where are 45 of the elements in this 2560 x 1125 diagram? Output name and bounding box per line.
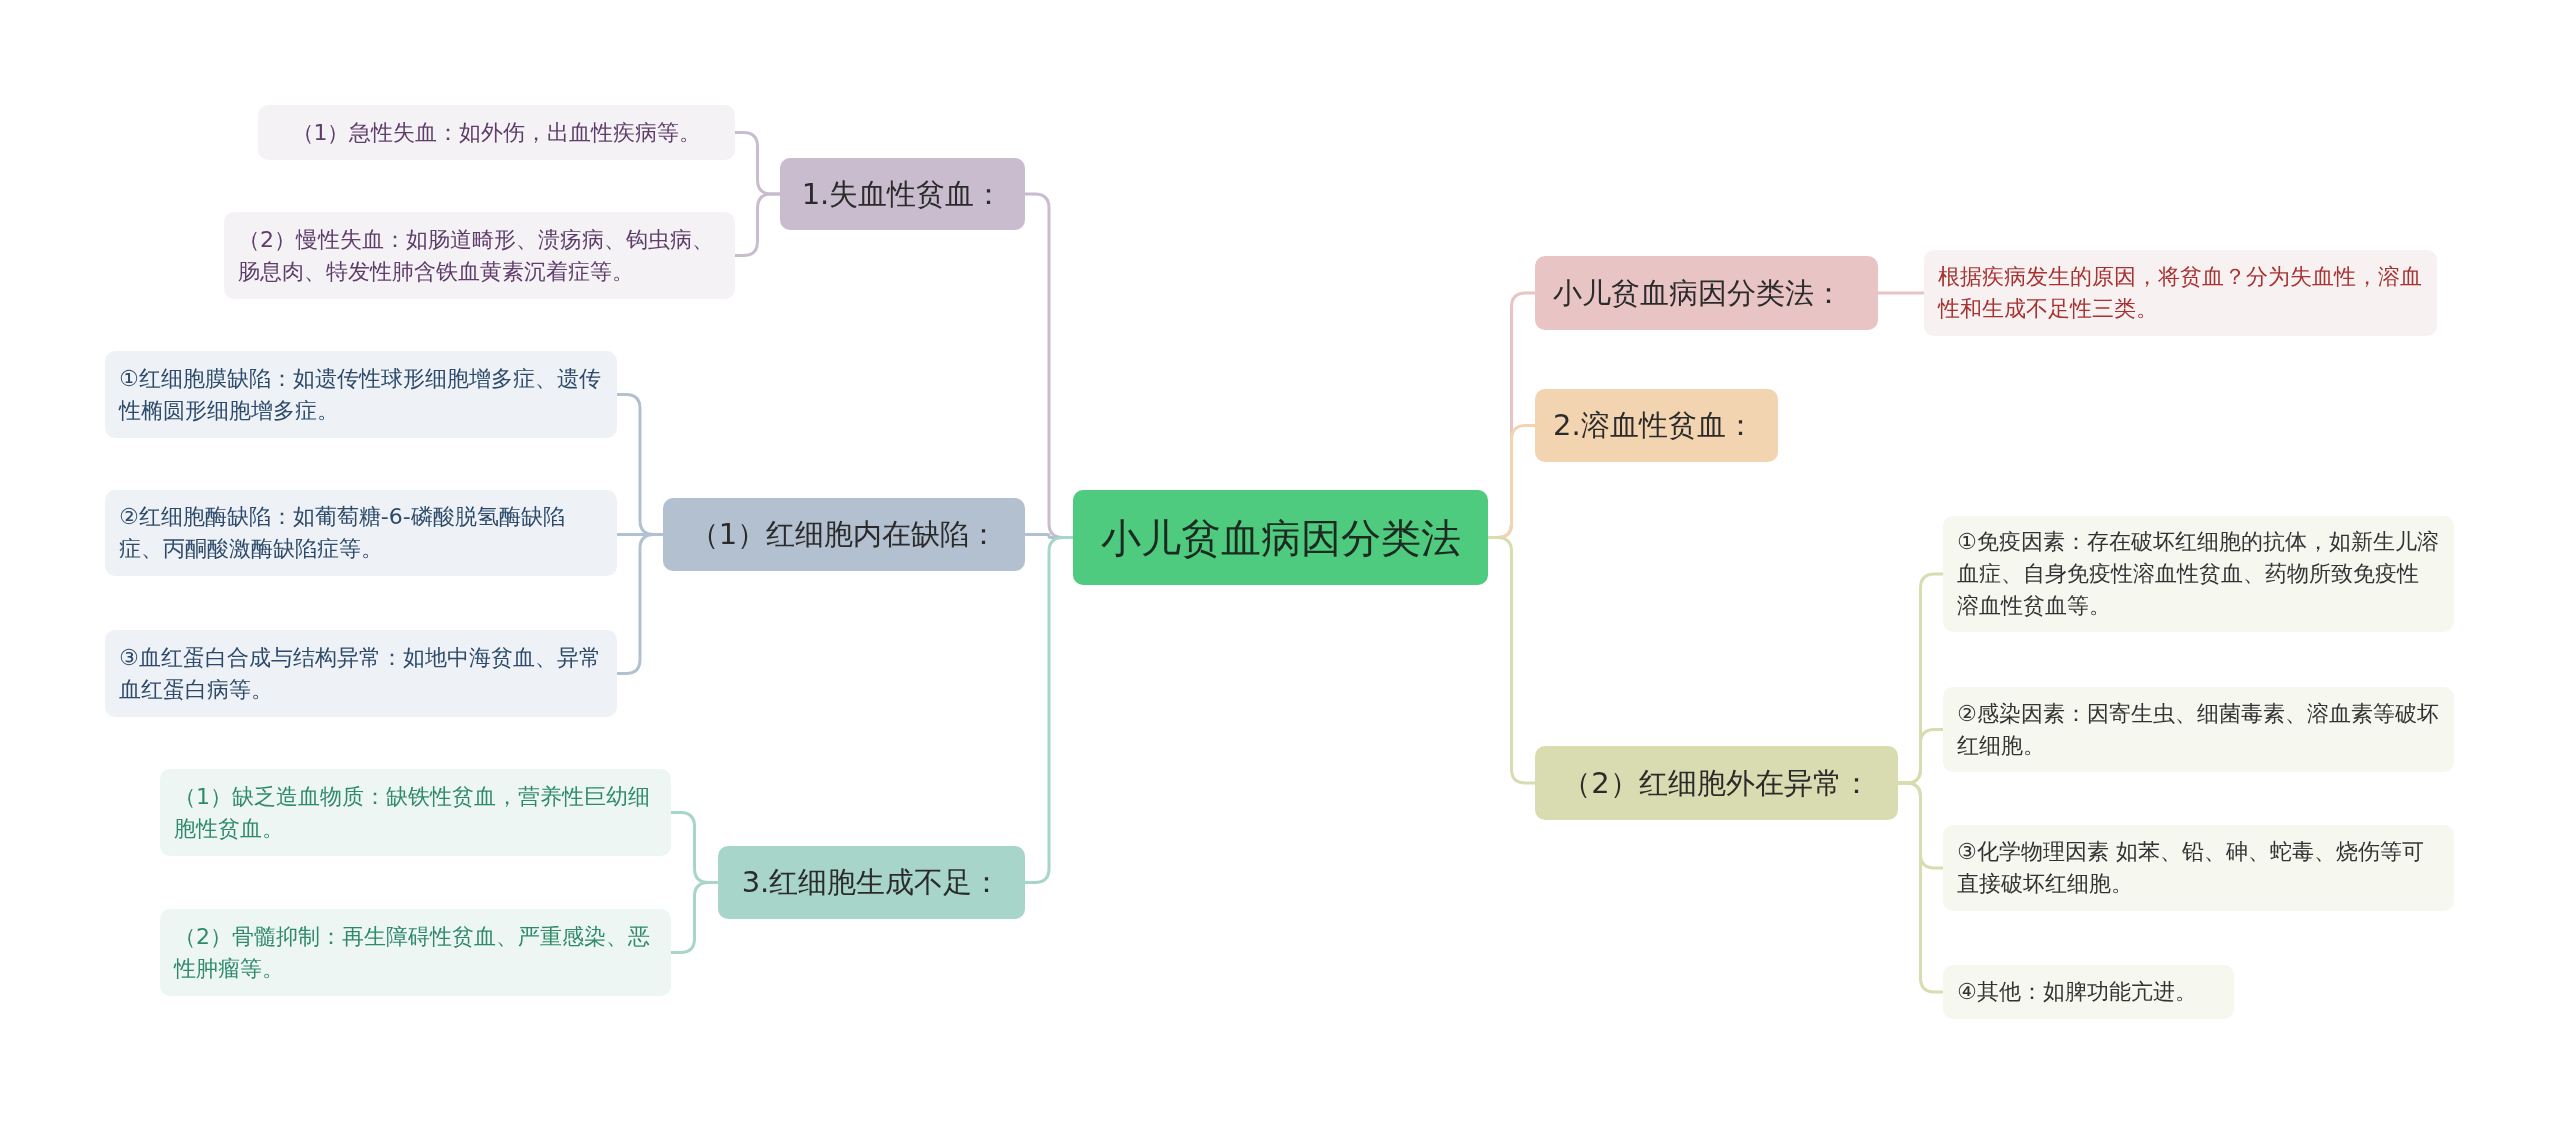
branch-topic-box xyxy=(1535,389,1778,462)
branch-topic-box xyxy=(718,846,1025,919)
connector-line xyxy=(1025,536,1073,884)
subtopic-box xyxy=(105,351,617,438)
connector-line xyxy=(735,192,780,257)
subtopic-box xyxy=(160,769,671,856)
topic-text: ③血红蛋白合成与结构异常：如地中海贫血、异常血红蛋白病等。 xyxy=(119,643,602,704)
subtopic-box xyxy=(160,909,671,996)
topic-text: ④其他：如脾功能亢进。 xyxy=(1957,978,2197,1007)
connector-line xyxy=(1878,291,1924,295)
topic-text: 1.失血性贫血： xyxy=(801,175,1004,213)
topic-text: （1）缺乏造血物质：缺铁性贫血，营养性巨幼细胞性贫血。 xyxy=(174,782,651,843)
branch-topic-box xyxy=(1535,256,1878,330)
subtopic-box xyxy=(1924,250,2437,336)
connector-line xyxy=(1898,781,1943,994)
topic-text: （2）慢性失血：如肠道畸形、溃疡病、钩虫病、肠息肉、特发性肺含铁血黄素沉着症等。 xyxy=(238,225,715,286)
topic-text: （2）骨髓抑制：再生障碍性贫血、严重感染、恶性肿瘤等。 xyxy=(174,922,651,983)
subtopic-box xyxy=(1943,965,2234,1019)
topic-text: 小儿贫血病因分类法： xyxy=(1553,274,1843,312)
topic-text: ①免疫因素：存在破坏红细胞的抗体，如新生儿溶血症、自身免疫性溶血性贫血、药物所致免疫性溶血性贫血等。 xyxy=(1957,528,2440,620)
subtopic-box xyxy=(1943,516,2454,632)
subtopic-box xyxy=(224,212,735,299)
topic-text: ①红细胞膜缺陷：如遗传性球形细胞增多症、遗传性椭圆形细胞增多症。 xyxy=(119,364,602,425)
topic-text: 3.红细胞生成不足： xyxy=(741,864,1002,902)
subtopic-box xyxy=(1943,687,2454,772)
connector-line xyxy=(1488,536,1535,785)
topic-text: ②红细胞酶缺陷：如葡萄糖-6-磷酸脱氢酶缺陷症、丙酮酸激酶缺陷症等。 xyxy=(119,503,566,563)
topic-text: 小儿贫血病因分类法 xyxy=(1100,513,1461,563)
topic-text: 根据疾病发生的原因，将贫血？分为失血性，溶血性和生成不足性三类。 xyxy=(1938,263,2423,323)
topic-text: （1）急性失血：如外伤，出血性疾病等。 xyxy=(291,118,702,147)
subtopic-box xyxy=(1943,825,2454,911)
subtopic-box xyxy=(258,105,735,160)
topic-text: 2.溶血性贫血： xyxy=(1553,407,1755,445)
topic-text: ②感染因素：因寄生虫、细菌毒素、溶血素等破坏红细胞。 xyxy=(1957,699,2440,760)
subtopic-box xyxy=(105,490,617,576)
branch-topic-box xyxy=(780,158,1025,230)
connector-line xyxy=(671,881,718,954)
topic-text: （2）红细胞外在异常： xyxy=(1562,764,1871,802)
branch-topic-box xyxy=(1535,746,1898,820)
subtopic-box xyxy=(105,630,617,717)
topic-text: （1）红细胞内在缺陷： xyxy=(689,516,999,554)
central-topic-box xyxy=(1073,490,1488,585)
topic-text: ③化学物理因素 如苯、铅、砷、蛇毒、烧伤等可直接破坏红细胞。 xyxy=(1957,838,2425,898)
connector-line xyxy=(617,533,663,675)
branch-topic-box xyxy=(663,498,1025,571)
